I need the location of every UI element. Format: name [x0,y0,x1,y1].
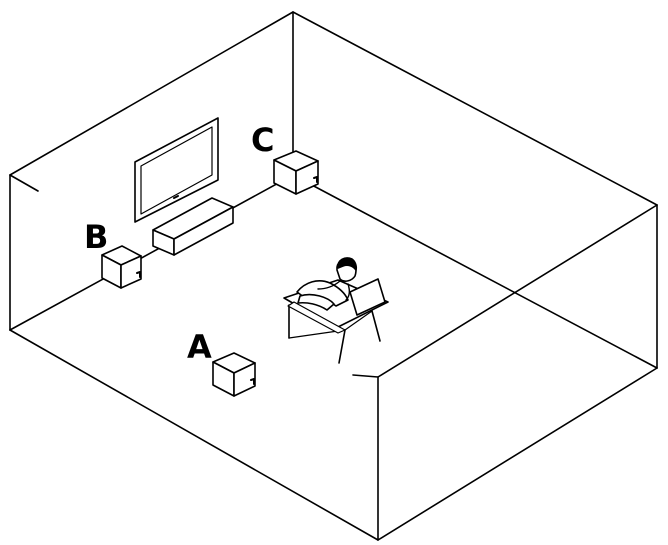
seated-person-icon [283,257,389,364]
speaker-c-label: C [251,121,275,159]
speaker-a [212,352,256,397]
speaker-b-label: B [84,218,109,256]
speaker-c [273,150,319,195]
speaker-a-label: A [187,328,212,366]
tv-stand-icon [152,197,234,256]
flat-screen-tv-icon [134,117,219,223]
speaker-b [101,245,142,289]
room-frame [9,11,658,541]
